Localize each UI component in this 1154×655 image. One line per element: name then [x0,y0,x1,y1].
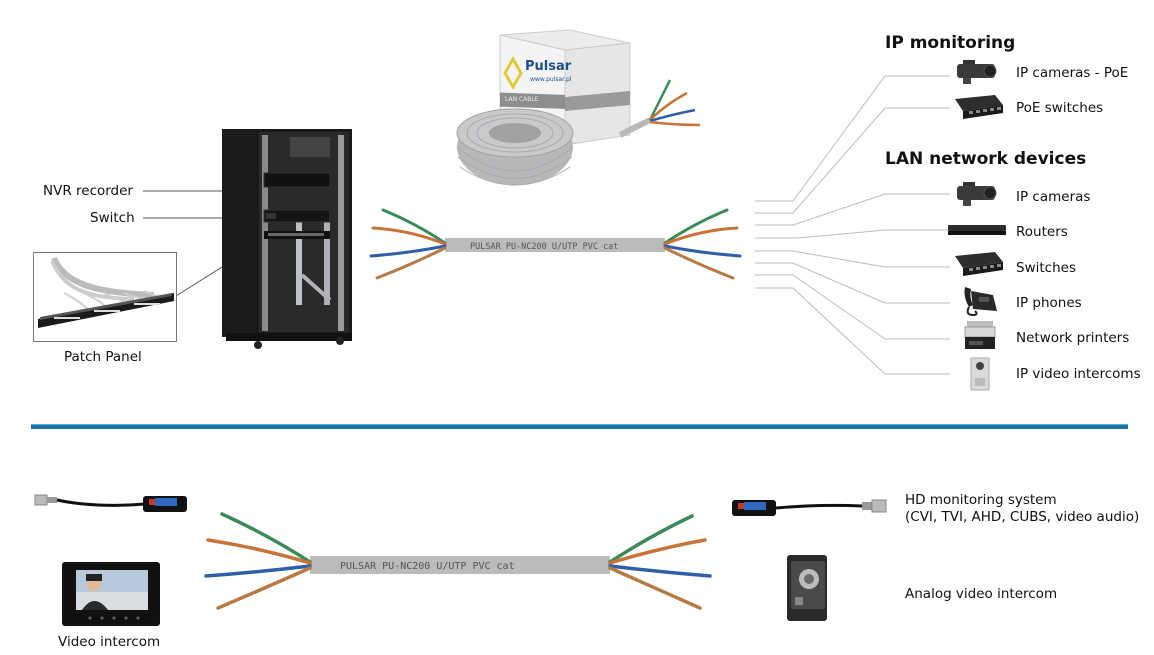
pulsar-url-text: www.pulsar.pl [530,76,572,83]
section-divider [31,425,1128,429]
device-label: IP cameras - PoE [1016,65,1129,81]
patch-panel-image-box [33,252,177,342]
video-intercom-monitor-icon [62,562,160,626]
bottom-ethernet-cable-icon: PULSAR PU-NC200 U/UTP PVC cat [204,512,712,610]
device-label: Routers [1016,224,1068,240]
top-ethernet-cable-icon: PULSAR PU-NC200 U/UTP PVC cat [369,208,742,280]
pulsar-brand-text: Pulsar [525,59,572,74]
device-label: IP cameras [1016,189,1091,205]
device-label: Network printers [1016,330,1130,346]
device-label: IP video intercoms [1016,366,1141,382]
connector-line [755,229,950,239]
connector-line [755,193,950,226]
top-cable-print-text: PULSAR PU-NC200 U/UTP PVC cat [470,242,618,252]
switch-icon [955,252,1003,276]
connector-line [755,274,950,340]
ip-camera-icon [957,182,997,206]
ip-monitoring-heading: IP monitoring [885,33,1016,53]
video-balun-right-icon [732,499,887,516]
analog-video-intercom-icon [787,555,827,621]
router-icon [948,225,1006,235]
bottom-cable-print-text: PULSAR PU-NC200 U/UTP PVC cat [340,561,515,572]
printer-icon [964,321,996,349]
lan-devices-heading: LAN network devices [885,149,1087,169]
video-intercom-label: Video intercom [58,634,161,650]
switch-label: Switch [90,210,135,226]
poe-switch-icon [955,95,1003,119]
cable-box-and-reel-icon: Pulsar www.pulsar.pl LAN CABLE [456,29,701,186]
connector-line [755,250,950,268]
ip-camera-icon [957,60,997,84]
ip-phone-icon [964,287,997,317]
video-balun-left-icon [34,494,187,512]
device-label: IP phones [1016,295,1082,311]
analog-video-intercom-label: Analog video intercom [905,586,1058,602]
nvr-recorder-label: NVR recorder [43,183,133,199]
hd-monitoring-sublabel: (CVI, TVI, AHD, CUBS, video audio) [905,509,1140,525]
patch-panel-label: Patch Panel [64,349,142,365]
connector-line [755,107,950,214]
connector-line [755,287,950,375]
device-label: PoE switches [1016,100,1104,116]
connector-line [755,262,950,304]
device-label: Switches [1016,260,1076,276]
hd-monitoring-label: HD monitoring system [905,492,1057,508]
video-intercom-icon [970,357,990,391]
patch-panel-icon [38,256,174,328]
lan-cable-text: LAN CABLE [505,96,539,103]
device-connector-lines [755,75,950,375]
device-icons-column [948,60,1006,391]
rack-cabinet-icon [222,129,352,349]
connector-line [755,75,950,202]
